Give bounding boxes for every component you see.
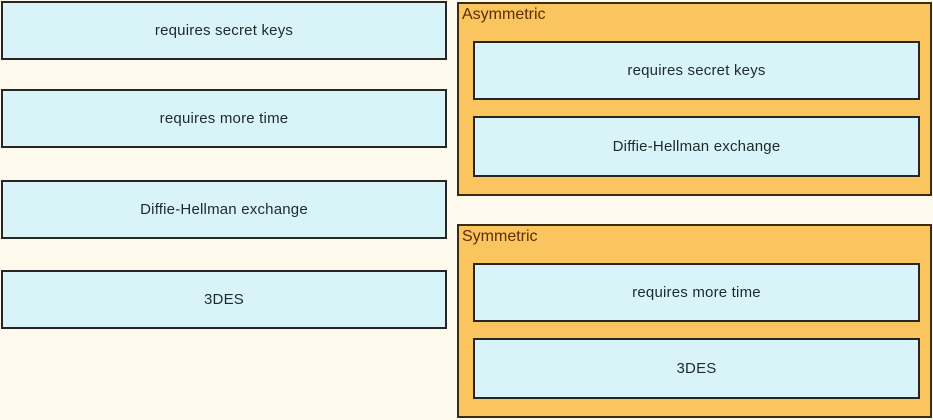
drag-item-label: requires more time: [159, 110, 289, 127]
drag-item-label: Diffie-Hellman exchange: [140, 201, 308, 218]
dropped-item-3des[interactable]: 3DES: [473, 338, 920, 399]
dropped-item-label: 3DES: [676, 360, 717, 377]
dropped-item-requires-more-time[interactable]: requires more time: [473, 263, 920, 322]
drag-item-label: 3DES: [204, 291, 244, 308]
drag-item-3des[interactable]: 3DES: [1, 270, 447, 329]
dropped-item-requires-secret-keys[interactable]: requires secret keys: [473, 41, 920, 100]
drag-item-requires-secret-keys[interactable]: requires secret keys: [1, 1, 447, 60]
dropped-item-label: Diffie-Hellman exchange: [612, 138, 781, 155]
drag-item-diffie-hellman-exchange[interactable]: Diffie-Hellman exchange: [1, 180, 447, 239]
drop-zone-asymmetric[interactable]: Asymmetric requires secret keys Diffie-H…: [457, 2, 932, 196]
drag-item-label: requires secret keys: [154, 22, 294, 39]
drop-zone-symmetric[interactable]: Symmetric requires more time 3DES: [457, 224, 932, 418]
dropped-item-diffie-hellman-exchange[interactable]: Diffie-Hellman exchange: [473, 116, 920, 177]
drop-zone-title: Asymmetric: [462, 6, 546, 23]
dropped-item-label: requires secret keys: [627, 62, 766, 79]
drop-zone-title: Symmetric: [462, 228, 538, 245]
dropped-item-label: requires more time: [632, 284, 761, 301]
drag-item-requires-more-time[interactable]: requires more time: [1, 89, 447, 148]
